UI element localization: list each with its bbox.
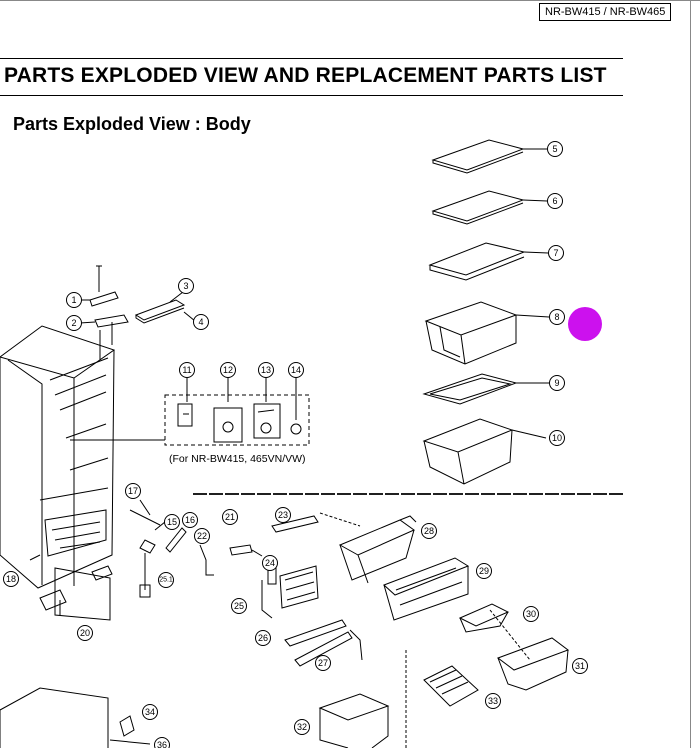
callout-label-18: 18	[6, 574, 16, 584]
evaporator-assembly	[199, 515, 363, 667]
glass-shelf-7	[428, 242, 526, 281]
callout-label-29: 29	[479, 566, 489, 576]
highlight-marker	[568, 307, 602, 341]
callout-label-32: 32	[297, 722, 307, 732]
callout-label-24: 24	[265, 558, 275, 568]
vegetable-drawer-10	[422, 418, 514, 485]
callout-31: 31	[572, 658, 588, 674]
callout-8: 8	[549, 309, 565, 325]
callout-21: 21	[222, 509, 238, 525]
callout-18: 18	[3, 571, 19, 587]
section-title: Parts Exploded View : Body	[13, 114, 251, 134]
callout-label-4: 4	[198, 317, 203, 327]
title-rule-top	[0, 58, 623, 59]
callout-13: 13	[258, 362, 274, 378]
callout-14: 14	[288, 362, 304, 378]
callout-label-17: 17	[128, 486, 138, 496]
callout-label-1: 1	[71, 295, 76, 305]
top-hinge	[79, 265, 196, 360]
drawer-cover-9	[422, 373, 518, 405]
callout-label-2: 2	[71, 318, 76, 328]
callout-label-8: 8	[554, 312, 559, 322]
callout-1: 1	[66, 292, 82, 308]
callout-label-12: 12	[223, 365, 233, 375]
callout-label-16: 16	[185, 515, 195, 525]
lower-left-parts	[29, 499, 187, 621]
callout-11: 11	[179, 362, 195, 378]
callout-25: 25	[231, 598, 247, 614]
callout-label-26: 26	[258, 633, 268, 643]
callout-label-5: 5	[552, 144, 557, 154]
title-rule-bottom	[0, 95, 623, 96]
callout-27: 27	[315, 655, 331, 671]
callout-label-27: 27	[318, 658, 328, 668]
callout-label-33: 33	[488, 696, 498, 706]
callout-label-14: 14	[291, 365, 301, 375]
callout-9: 9	[549, 375, 565, 391]
callout-3: 3	[178, 278, 194, 294]
callout-24: 24	[262, 555, 278, 571]
callout-2: 2	[66, 315, 82, 331]
callout-label-3: 3	[183, 281, 188, 291]
callout-10: 10	[549, 430, 565, 446]
callout-23: 23	[275, 507, 291, 523]
glass-shelf-5	[431, 139, 525, 174]
callout-label-28: 28	[424, 526, 434, 536]
callout-label-31: 31	[575, 661, 585, 671]
duct-and-freezer-parts	[318, 512, 570, 748]
option-parts-box	[70, 376, 310, 446]
callout-34: 34	[142, 704, 158, 720]
callout-30: 30	[523, 606, 539, 622]
callout-label-25: 25	[234, 601, 244, 611]
callout-label-9: 9	[554, 378, 559, 388]
callout-26: 26	[255, 630, 271, 646]
page-title: PARTS EXPLODED VIEW AND REPLACEMENT PART…	[4, 64, 607, 87]
callout-label-30: 30	[526, 609, 536, 619]
callout-label-25-1: 25.1	[159, 577, 173, 584]
callout-label-6: 6	[552, 196, 557, 206]
callout-label-36: 36	[157, 740, 167, 748]
callout-label-15: 15	[167, 517, 177, 527]
callout-6: 6	[547, 193, 563, 209]
callout-label-34: 34	[145, 707, 155, 717]
callout-15: 15	[164, 514, 180, 530]
page-right-border	[690, 0, 691, 748]
model-number-label: NR-BW415 / NR-BW465	[539, 3, 672, 21]
glass-shelf-6	[431, 190, 525, 225]
model-variant-note: (For NR-BW415, 465VN/VW)	[169, 453, 306, 465]
callout-25-1: 25.1	[158, 572, 174, 588]
callout-32: 32	[294, 719, 310, 735]
callout-22: 22	[194, 528, 210, 544]
callout-label-7: 7	[553, 248, 558, 258]
callout-29: 29	[476, 563, 492, 579]
callout-17: 17	[125, 483, 141, 499]
callout-label-11: 11	[182, 365, 191, 375]
callout-label-20: 20	[80, 628, 90, 638]
callout-label-21: 21	[225, 512, 235, 522]
callout-7: 7	[548, 245, 564, 261]
callout-5: 5	[547, 141, 563, 157]
callout-label-10: 10	[552, 433, 562, 443]
callout-12: 12	[220, 362, 236, 378]
callout-33: 33	[485, 693, 501, 709]
callout-label-13: 13	[261, 365, 271, 375]
callout-label-23: 23	[278, 510, 288, 520]
callout-36: 36	[154, 737, 170, 748]
callout-20: 20	[77, 625, 93, 641]
callout-label-22: 22	[197, 531, 207, 541]
callout-28: 28	[421, 523, 437, 539]
page-top-border	[0, 0, 700, 1]
callout-4: 4	[193, 314, 209, 330]
refrigerator-cabinet	[0, 325, 116, 589]
crisper-drawer-8	[424, 301, 518, 365]
lower-freezer-box	[0, 687, 151, 748]
callout-16: 16	[182, 512, 198, 528]
